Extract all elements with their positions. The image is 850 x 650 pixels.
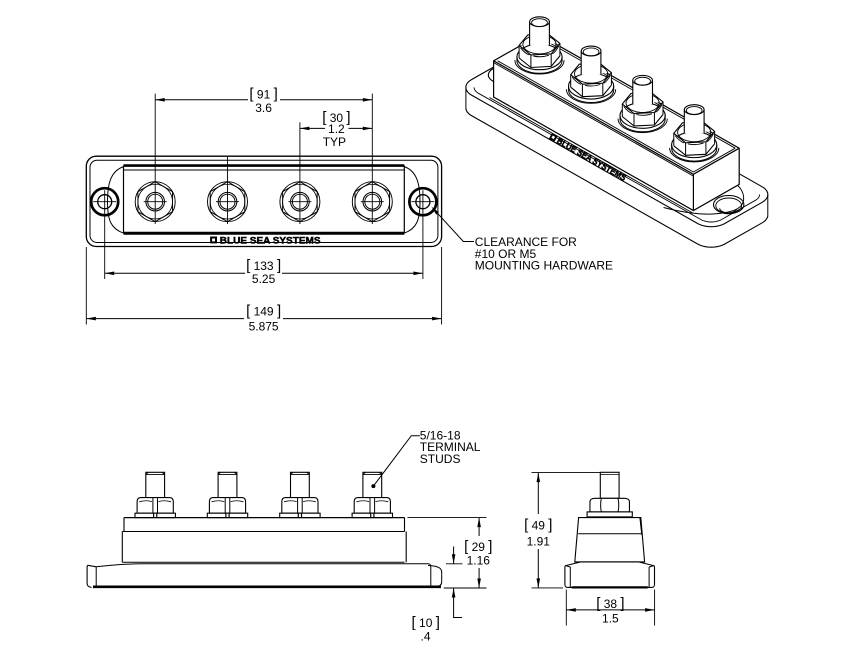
svg-text:CLEARANCE FOR: CLEARANCE FOR <box>475 235 577 249</box>
svg-text:#10 OR M5: #10 OR M5 <box>475 247 537 261</box>
svg-text:5.875: 5.875 <box>249 319 279 333</box>
svg-text:[ 149 ]: [ 149 ] <box>246 302 281 319</box>
svg-text:1.2: 1.2 <box>328 122 345 136</box>
svg-text:TYP: TYP <box>323 135 346 149</box>
svg-text:STUDS: STUDS <box>420 452 461 466</box>
svg-text:1.91: 1.91 <box>527 534 551 548</box>
svg-text:[ 10 ]: [ 10 ] <box>412 614 440 631</box>
svg-text:MOUNTING HARDWARE: MOUNTING HARDWARE <box>475 258 613 272</box>
svg-text:.4: .4 <box>420 629 430 643</box>
svg-text:[ 30 ]: [ 30 ] <box>322 109 350 126</box>
svg-text:[ 38 ]: [ 38 ] <box>596 595 624 612</box>
svg-text:3.6: 3.6 <box>255 101 272 115</box>
svg-text:5/16-18: 5/16-18 <box>420 429 461 443</box>
svg-text:1.16: 1.16 <box>467 553 491 567</box>
svg-text:TERMINAL: TERMINAL <box>420 440 481 454</box>
svg-text:[ 91 ]: [ 91 ] <box>249 85 277 102</box>
svg-text:5.25: 5.25 <box>252 272 276 286</box>
svg-text:1.5: 1.5 <box>602 612 619 626</box>
svg-text:BLUE SEA SYSTEMS: BLUE SEA SYSTEMS <box>220 235 321 246</box>
svg-text:[ 49 ]: [ 49 ] <box>524 517 552 534</box>
svg-text:[ 133 ]: [ 133 ] <box>246 257 281 274</box>
svg-text:[ 29 ]: [ 29 ] <box>464 538 492 555</box>
